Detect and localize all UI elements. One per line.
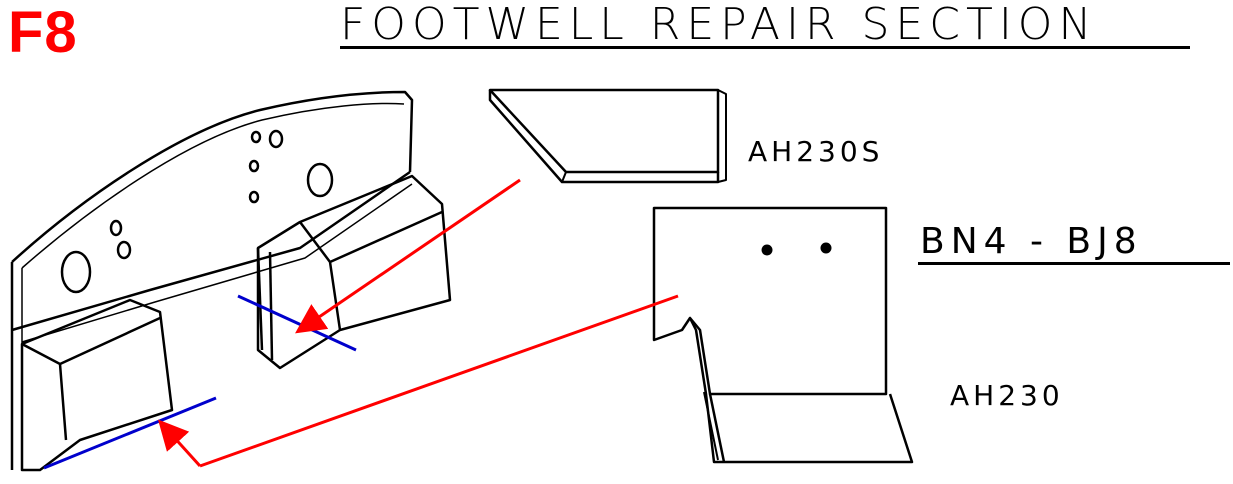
right-footwell-box	[256, 174, 452, 370]
part-label-ah230: AH230	[950, 379, 1064, 412]
bulkhead-panel	[10, 90, 414, 470]
cut-line-left	[43, 396, 217, 470]
arrow-ah230-to-panel	[199, 294, 679, 468]
part-ah230-drawing	[652, 206, 914, 464]
part-ah230s-drawing	[488, 88, 727, 184]
left-footwell-box	[20, 298, 174, 472]
title-underline	[340, 46, 1190, 49]
part-label-ah230s: AH230S	[748, 135, 884, 168]
arrow-ah230s-to-panel	[295, 178, 521, 334]
arrow-ah230-head-stem	[157, 419, 202, 468]
page-title: FOOTWELL REPAIR SECTION	[340, 0, 1098, 50]
model-underline	[918, 262, 1230, 265]
model-label: BN4 - BJ8	[920, 221, 1143, 262]
figure-label: F8	[8, 0, 78, 65]
